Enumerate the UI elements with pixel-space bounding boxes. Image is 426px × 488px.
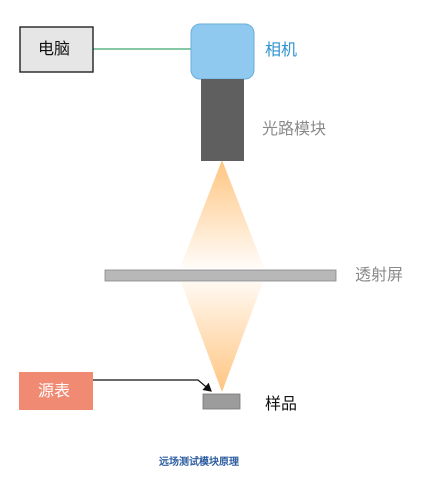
source-to-sample-wire [93, 379, 212, 392]
optics-label: 光路模块 [262, 119, 327, 138]
source-meter-label: 源表 [38, 381, 71, 400]
transmission-screen [104, 269, 337, 282]
screen-label: 透射屏 [355, 265, 404, 284]
diagram-caption: 远场测试模块原理 [159, 457, 239, 468]
upper-light-beam [180, 160, 264, 268]
camera-label: 相机 [265, 40, 298, 59]
computer-box [19, 26, 94, 73]
sample-block [202, 393, 241, 410]
source-meter-box [19, 372, 93, 410]
camera-box [190, 23, 255, 80]
lower-light-beam [181, 282, 263, 392]
sample-label: 样品 [265, 394, 298, 413]
optical-path-module [201, 79, 244, 161]
computer-label: 电脑 [38, 39, 71, 58]
